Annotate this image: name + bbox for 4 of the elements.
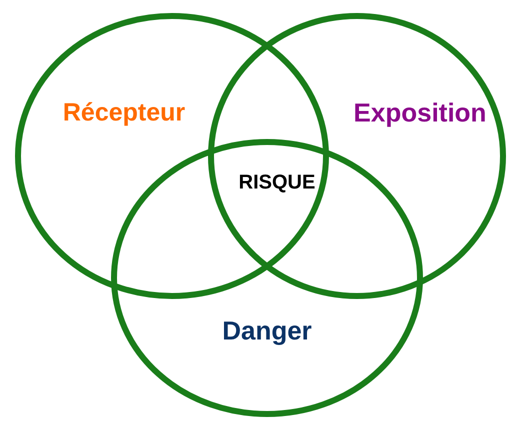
circle-label: Exposition (354, 98, 486, 128)
circle-label: Récepteur (62, 98, 186, 128)
intersection-label: RISQUE (238, 172, 316, 194)
circle-label: Danger (222, 316, 312, 346)
